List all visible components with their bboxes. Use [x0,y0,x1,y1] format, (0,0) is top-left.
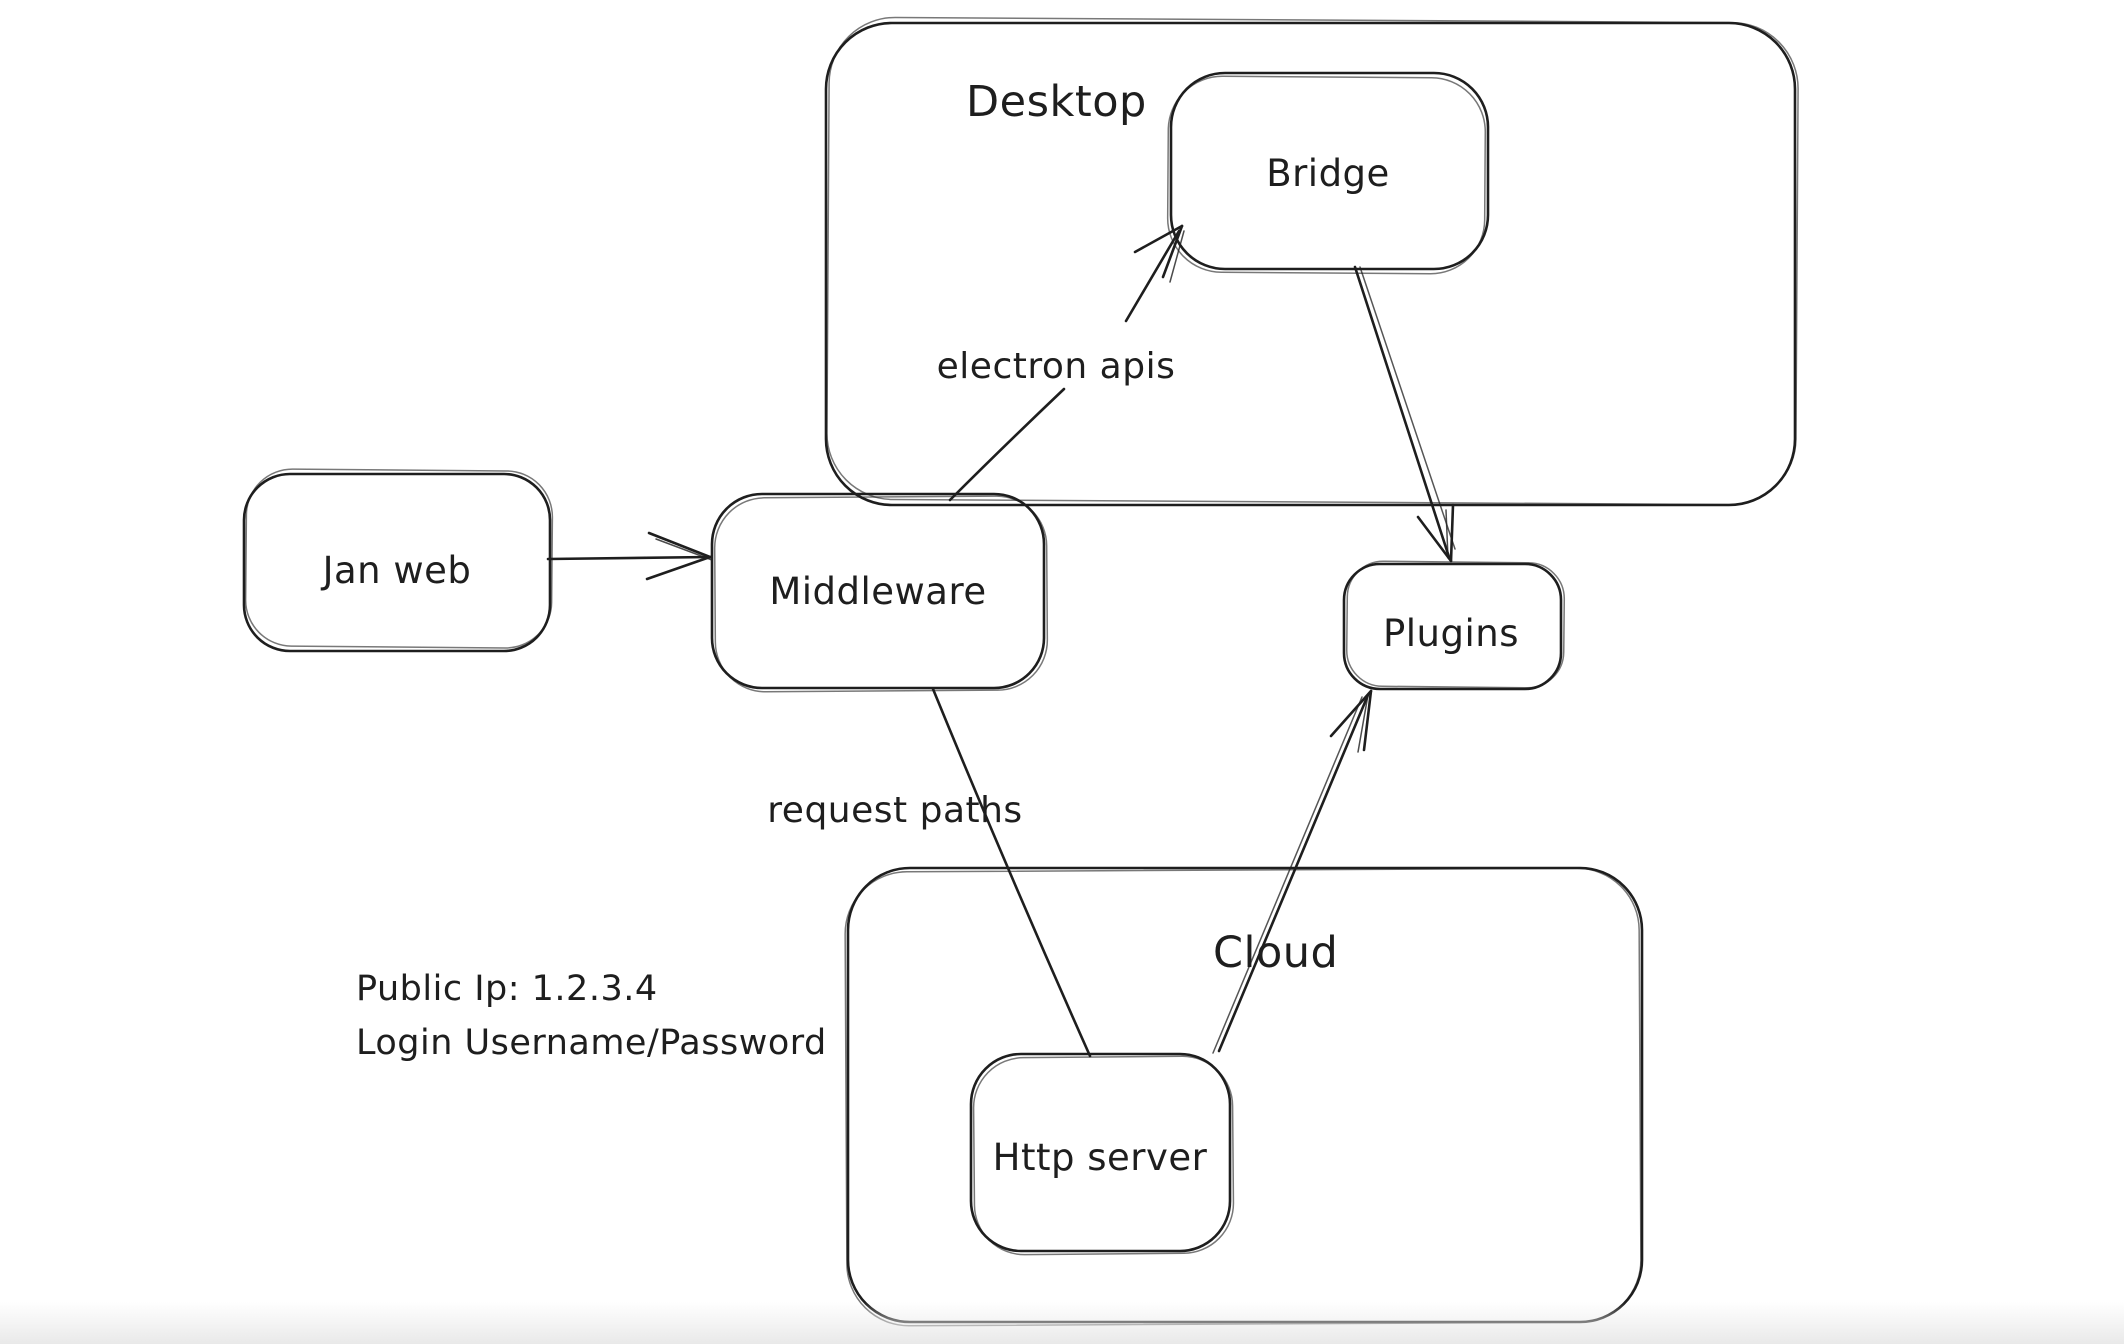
container-cloud[interactable]: Cloud [844,866,1644,1327]
edge-http-server-to-plugins[interactable] [1212,689,1373,1054]
annotation-credentials[interactable]: Public Ip: 1.2.3.4 Login Username/Passwo… [356,969,827,1063]
node-http-server-label[interactable]: Http server [993,1136,1208,1179]
container-desktop[interactable]: Desktop [824,16,1799,507]
node-plugins-label[interactable]: Plugins [1383,612,1519,655]
node-plugins[interactable]: Plugins [1342,560,1566,691]
node-http-server[interactable]: Http server [969,1052,1235,1256]
node-bridge-label[interactable]: Bridge [1266,152,1390,195]
container-desktop-label[interactable]: Desktop [966,77,1147,127]
node-middleware[interactable]: Middleware [710,492,1049,693]
annotation-login[interactable]: Login Username/Password [356,1023,827,1063]
edge-middleware-to-bridge-label[interactable]: electron apis [937,346,1176,387]
edge-middleware-to-http-server-label[interactable]: request paths [767,790,1022,831]
node-middleware-label[interactable]: Middleware [769,570,986,613]
node-bridge[interactable]: Bridge [1166,71,1490,275]
container-cloud-label[interactable]: Cloud [1213,928,1338,978]
edge-middleware-to-bridge[interactable]: electron apis [937,224,1185,502]
node-jan-web-label[interactable]: Jan web [321,549,472,592]
node-jan-web[interactable]: Jan web [242,468,554,653]
annotation-public-ip[interactable]: Public Ip: 1.2.3.4 [356,969,658,1009]
edge-bridge-to-plugins[interactable] [1353,265,1456,563]
edge-middleware-to-http-server[interactable]: request paths [767,687,1092,1058]
edge-jan-web-to-middleware[interactable] [546,531,713,581]
